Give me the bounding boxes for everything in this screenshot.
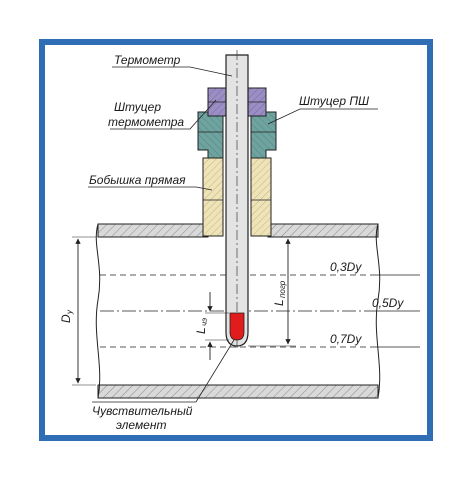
- thermometer-fitting: [207, 87, 267, 117]
- label-l-sensitive-sub: чэ: [200, 318, 209, 326]
- label-fitting-psh: Штуцер ПШ: [299, 94, 370, 108]
- leader-fitting-psh: [267, 108, 378, 125]
- label-l-sensitive: L чэ: [194, 318, 209, 334]
- label-sensitive-1: Чувствительный: [92, 404, 193, 418]
- label-sensitive-2: элемент: [116, 418, 166, 432]
- dim-dy: [72, 236, 96, 386]
- label-l-sensitive-main: L: [194, 327, 208, 334]
- dim-l-sensitive: [205, 292, 229, 360]
- thermometer: [225, 50, 249, 350]
- leader-lines: [88, 66, 378, 403]
- label-level-07: 0,7Dy: [330, 332, 362, 346]
- pipe-bottom-wall: [97, 384, 379, 399]
- leader-boss: [88, 186, 213, 191]
- pipe-break-left: [95, 223, 101, 399]
- leader-thermo-fitting: [110, 99, 217, 130]
- pipe-top-wall-right: [267, 223, 379, 238]
- boss-left: [202, 157, 224, 237]
- label-level-05: 0,5Dy: [372, 296, 404, 310]
- sensitive-element: [229, 312, 245, 341]
- label-l-immersion: L погр: [272, 280, 287, 306]
- dim-l-immersion: [248, 236, 296, 347]
- leader-thermometer: [112, 66, 233, 77]
- pipe: [95, 223, 381, 399]
- label-level-03: 0,3Dy: [330, 260, 362, 274]
- label-l-immersion-sub: погр: [278, 280, 287, 298]
- boss: [202, 157, 272, 237]
- label-l-immersion-main: L: [272, 299, 286, 306]
- label-thermo-fitting-2: термометра: [108, 115, 184, 129]
- pipe-break-right: [375, 223, 381, 399]
- label-dy: D y: [59, 309, 74, 323]
- pipe-top-wall-left: [97, 223, 209, 238]
- label-boss: Бобышка прямая: [89, 173, 186, 187]
- boss-right: [250, 157, 272, 237]
- label-thermometer: Термометр: [114, 53, 181, 67]
- label-dy-main: D: [59, 314, 73, 323]
- label-thermo-fitting-1: Штуцер: [114, 100, 161, 114]
- label-dy-sub: y: [65, 309, 74, 315]
- leader-sensitive: [92, 339, 235, 403]
